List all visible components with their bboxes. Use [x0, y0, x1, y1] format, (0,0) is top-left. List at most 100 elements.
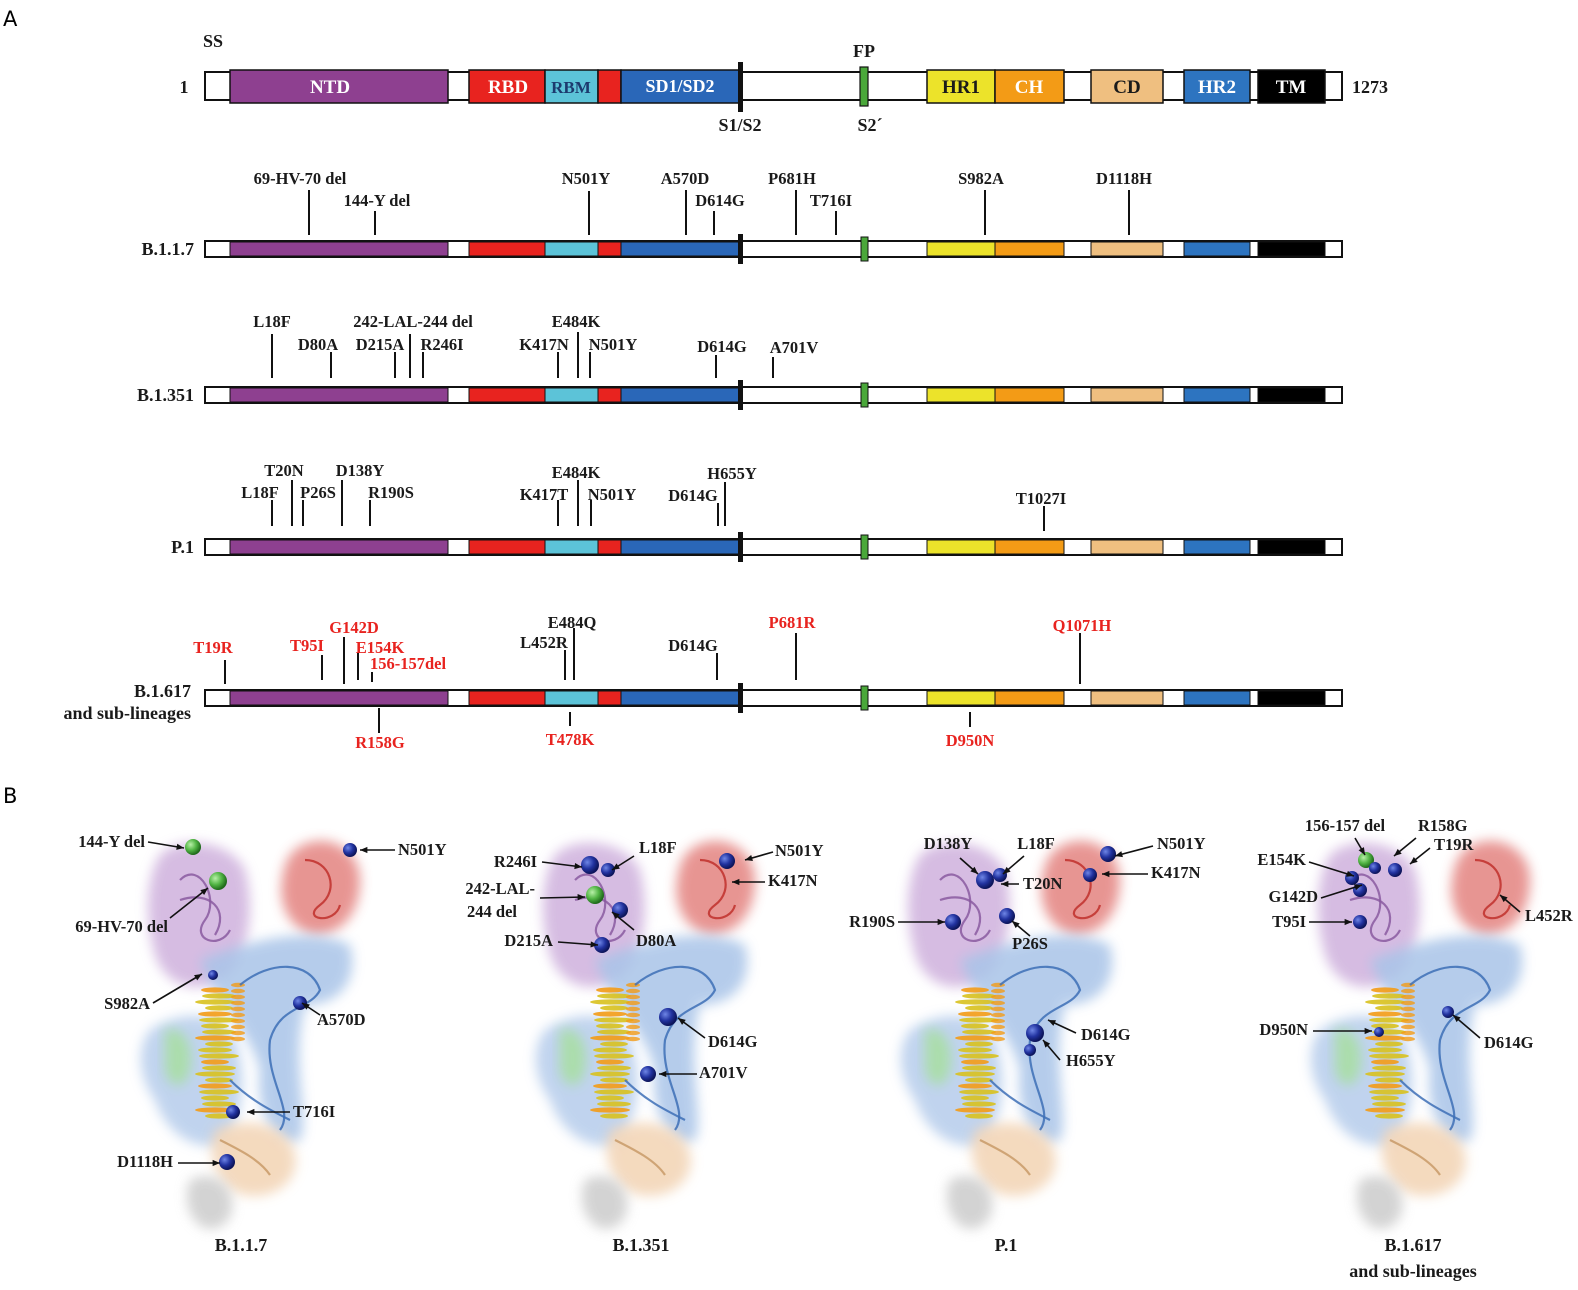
helix-turn	[202, 1065, 236, 1071]
helix-turn	[626, 1030, 640, 1036]
helix-turn	[231, 1000, 245, 1006]
helix-turn	[590, 1071, 630, 1077]
mutation-label: T95I	[290, 636, 324, 655]
structure-mutation-label: D215A	[504, 931, 553, 950]
structure-mutation-label: D614G	[1484, 1033, 1534, 1052]
mutation-label: T19R	[193, 638, 234, 657]
helix-turn	[596, 1059, 624, 1065]
callout-arrowhead	[1358, 847, 1365, 855]
helix-turn	[1368, 1047, 1402, 1053]
track-domain-segment	[926, 387, 996, 403]
helix-turn	[991, 1012, 1005, 1018]
s2-prime-label: S2´	[857, 115, 882, 135]
structure-mutation-label: D950N	[1259, 1020, 1308, 1039]
track-domain-segment	[1090, 539, 1164, 555]
helix-core	[1365, 982, 1415, 1119]
mutation-sphere	[1353, 915, 1367, 929]
mutation-label: D950N	[946, 731, 995, 750]
domain-sd1-sd2	[620, 69, 741, 104]
track-domain-segment	[1257, 241, 1326, 257]
structure-mutation-label: D614G	[1081, 1025, 1131, 1044]
callout-arrowhead	[194, 974, 202, 981]
domain-hr2	[1183, 69, 1251, 104]
callout-arrowhead	[659, 1070, 667, 1078]
cd-ribbon	[979, 1139, 1031, 1176]
s1-s2-label: S1/S2	[718, 115, 761, 135]
mutation-label: D614G	[697, 337, 747, 356]
structure-mutation-label: N501Y	[398, 840, 447, 859]
domain-fp	[859, 66, 869, 107]
callout-arrowhead	[1012, 921, 1020, 929]
mutation-label: D1118H	[1096, 169, 1152, 188]
helix-turn	[590, 1107, 630, 1113]
helix-turn	[593, 1047, 627, 1053]
s1-s2-cleavage-bar	[738, 62, 743, 112]
mutation-label: K417N	[519, 335, 569, 354]
helix-turn	[205, 1077, 233, 1083]
helix-turn	[959, 1089, 999, 1095]
mutation-label: P26S	[300, 483, 336, 502]
helix-turn	[1365, 1071, 1405, 1077]
helix-turn	[991, 1006, 1005, 1012]
helix-turn	[596, 1095, 624, 1101]
structure-mutation-label: R158G	[1418, 816, 1468, 835]
helix-turn	[626, 1018, 640, 1024]
mutation-label: D614G	[668, 486, 718, 505]
helix-turn	[195, 1035, 235, 1041]
helix-turn	[231, 1030, 245, 1036]
structure-mutation-label: R190S	[849, 912, 895, 931]
helix-turn	[231, 1036, 245, 1042]
helix-turn	[626, 1024, 640, 1030]
helix-turn	[991, 994, 1005, 1000]
helix-turn	[1401, 1018, 1415, 1024]
callout-arrowhead	[1115, 851, 1123, 858]
helix-turn	[195, 999, 235, 1005]
mutation-label: S982A	[958, 169, 1004, 188]
domain-label-ntd: NTD	[310, 77, 350, 98]
callout-arrowhead	[1346, 870, 1354, 877]
mutation-label: D614G	[668, 636, 718, 655]
sd-ribbon	[634, 965, 717, 1131]
ntd-ribbon	[574, 873, 626, 942]
structure-mutation-label: D80A	[636, 931, 676, 950]
track-domain-segment	[620, 387, 741, 403]
track-fp	[860, 382, 869, 408]
helix-turn	[596, 987, 624, 993]
ntd-surface	[1318, 843, 1420, 987]
structure-mutation-label: D1118H	[117, 1152, 173, 1171]
mutation-label: T1027I	[1016, 489, 1066, 508]
callout-arrowhead	[577, 894, 585, 901]
ntd-ribbon	[939, 896, 982, 936]
mutation-label: P681H	[768, 169, 816, 188]
mutation-sphere	[219, 1154, 235, 1170]
mutation-sphere	[1083, 868, 1097, 882]
helix-turn	[201, 1023, 229, 1029]
track-domain-segment	[544, 387, 599, 403]
callout-arrowhead	[247, 1108, 255, 1116]
helix-turn	[958, 1083, 992, 1089]
mutation-label: K417T	[520, 485, 569, 504]
structure-mutation-label: D614G	[708, 1032, 758, 1051]
structure-mutation-label: K417N	[1151, 863, 1201, 882]
track-domain-segment	[1090, 690, 1164, 706]
domain-label-rbd: RBD	[488, 77, 528, 98]
helix-turn	[1365, 999, 1405, 1005]
track-domain-segment	[468, 690, 546, 706]
structure-mutation-label: N501Y	[775, 841, 824, 860]
track-domain-segment	[994, 690, 1065, 706]
domain-hr1	[926, 69, 996, 104]
structure-mutation-label: T20N	[1023, 874, 1063, 893]
track-domain-segment	[1090, 387, 1164, 403]
helix-turn	[991, 1030, 1005, 1036]
domain-label-rbm: RBM	[551, 78, 591, 97]
callout-arrowhead	[360, 846, 368, 854]
fp-surface	[165, 1029, 191, 1085]
mutation-label: E154K	[356, 638, 405, 657]
callout-arrowhead	[302, 1003, 310, 1010]
helix-turn	[991, 1018, 1005, 1024]
callout-arrowhead	[1102, 870, 1110, 878]
mutation-sphere	[999, 908, 1015, 924]
mutation-label: T716I	[810, 191, 852, 210]
